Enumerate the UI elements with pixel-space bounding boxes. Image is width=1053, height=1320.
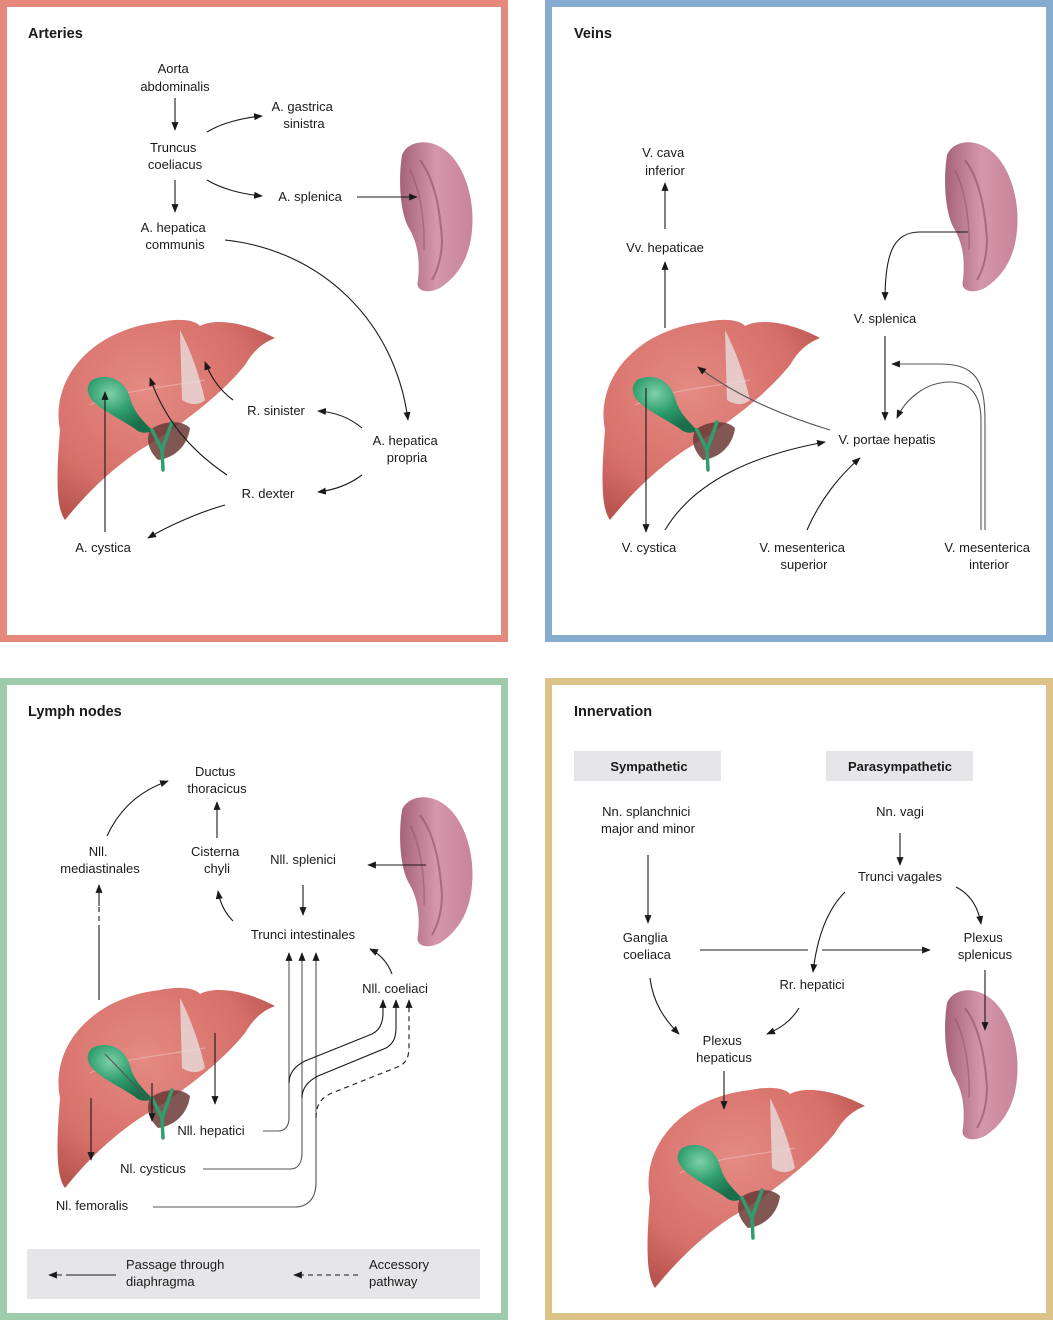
legend-passage-label: Passage through diaphragma [126, 1257, 228, 1289]
innervation-diagram: Innervation Sympathetic Parasympathetic … [574, 704, 1019, 1288]
label-nn-vagi: Nn. vagi [876, 804, 924, 819]
arrow [288, 999, 387, 1084]
label-plexus-hepaticus: Plexus hepaticus [696, 1033, 752, 1065]
liver-illustration [600, 318, 822, 520]
label-r-dexter: R. dexter [242, 486, 295, 501]
label-v-mesenterica-superior: V. mesenterica superior [759, 540, 848, 572]
label-a-cystica: A. cystica [75, 540, 131, 555]
dashed-arrow [315, 999, 413, 1119]
arrow [766, 1007, 800, 1035]
legend-box [27, 1249, 480, 1299]
arrow [224, 239, 411, 421]
label-nn-splanchnici: Nn. splanchnici major and minor [601, 804, 696, 836]
label-nll-coeliaci: Nll. coeliaci [362, 981, 428, 996]
label-ganglia-coeliaca: Ganglia coeliaca [623, 930, 672, 962]
label-ductus-thoracicus: Ductus thoracicus [187, 764, 247, 796]
label-nll-splenici: Nll. splenici [270, 852, 336, 867]
arrow [206, 113, 263, 133]
panel-veins: Veins V. cava inferior Vv. hepaticae V. … [545, 0, 1053, 642]
arrow [369, 948, 393, 975]
panel-title: Lymph nodes [28, 704, 122, 720]
label-v-mesenterica-inferior: V. mesenterica interior [944, 540, 1033, 572]
innervation-arrows [644, 833, 989, 1110]
arrow [896, 381, 982, 530]
veins-diagram: Veins V. cava inferior Vv. hepaticae V. … [574, 26, 1033, 572]
label-vv-hepaticae: Vv. hepaticae [626, 240, 704, 255]
spleen-illustration [944, 989, 1019, 1141]
arteries-arrows [101, 98, 418, 539]
label-v-splenica: V. splenica [854, 311, 917, 326]
label-nll-mediastinales: Nll. mediastinales [60, 844, 140, 876]
label-r-sinister: R. sinister [247, 403, 305, 418]
label-trunci-intestinales: Trunci intestinales [251, 927, 356, 942]
arrow [147, 504, 226, 539]
liver-illustration [645, 1086, 867, 1288]
header-sympathetic: Sympathetic [610, 759, 687, 774]
arrow [206, 179, 263, 199]
arrow [664, 439, 826, 531]
label-v-cystica: V. cystica [622, 540, 677, 555]
label-nl-cysticus: Nl. cysticus [120, 1161, 186, 1176]
header-parasympathetic-box [826, 751, 973, 781]
legend-accessory-label: Accessory pathway [369, 1257, 433, 1289]
legend: Passage through diaphragma Accessory pat… [27, 1249, 480, 1299]
arrow [881, 231, 968, 301]
label-a-hepatica-propria: A. hepatica propria [373, 433, 442, 465]
arrow [263, 952, 293, 1132]
spleen-illustration [399, 141, 474, 293]
arrow [301, 999, 400, 1099]
panel-title: Arteries [28, 26, 83, 42]
panel-lymph-nodes: Lymph nodes Ductus thoracicus Nll. media… [0, 678, 508, 1320]
arrow [955, 886, 984, 925]
arrow [810, 891, 846, 973]
arteries-diagram: Arteries Aorta abdominalis Truncus coeli… [28, 26, 474, 555]
lymph-diagram: Lymph nodes Ductus thoracicus Nll. media… [27, 704, 480, 1299]
label-nl-femoralis: Nl. femoralis [56, 1198, 129, 1213]
arrow [215, 890, 234, 922]
panel-title: Veins [574, 26, 612, 42]
arrow [203, 952, 306, 1170]
arrow [317, 474, 363, 495]
arrow [149, 377, 228, 476]
label-rr-hepatici: Rr. hepatici [779, 977, 844, 992]
label-aorta-abdominalis: Aorta abdominalis [140, 61, 210, 94]
label-v-portae-hepatis: V. portae hepatis [838, 432, 936, 447]
arrow [204, 361, 234, 401]
label-plexus-splenicus: Plexus splenicus [958, 930, 1013, 962]
arrow [106, 780, 169, 837]
label-truncus-coeliacus: Truncus coeliacus [148, 140, 203, 172]
label-trunci-vagales: Trunci vagales [858, 869, 943, 884]
label-nll-hepatici: Nll. hepatici [177, 1123, 244, 1138]
label-cisterna-chyli: Cisterna chyli [191, 844, 243, 876]
arrow [153, 952, 320, 1208]
header-parasympathetic: Parasympathetic [848, 759, 952, 774]
arrow [317, 407, 363, 429]
liver-illustration [55, 986, 277, 1188]
panel-innervation: Innervation Sympathetic Parasympathetic … [545, 678, 1053, 1320]
spleen-illustration [399, 796, 474, 948]
spleen-illustration [944, 141, 1019, 293]
label-a-hepatica-communis: A. hepatica communis [141, 220, 210, 252]
label-a-splenica: A. splenica [278, 189, 342, 204]
label-a-gastrica-sinistra: A. gastrica sinistra [271, 99, 336, 131]
arrow [806, 457, 861, 531]
veins-arrows [642, 182, 986, 533]
panel-title: Innervation [574, 704, 652, 720]
lymph-arrows [87, 780, 426, 1208]
panel-arteries: Arteries Aorta abdominalis Truncus coeli… [0, 0, 508, 642]
arrow [891, 360, 986, 530]
header-sympathetic-box [574, 751, 721, 781]
label-v-cava-inferior: V. cava inferior [642, 145, 688, 178]
arrow [697, 366, 831, 431]
line [104, 1053, 153, 1104]
arrow [649, 977, 680, 1035]
